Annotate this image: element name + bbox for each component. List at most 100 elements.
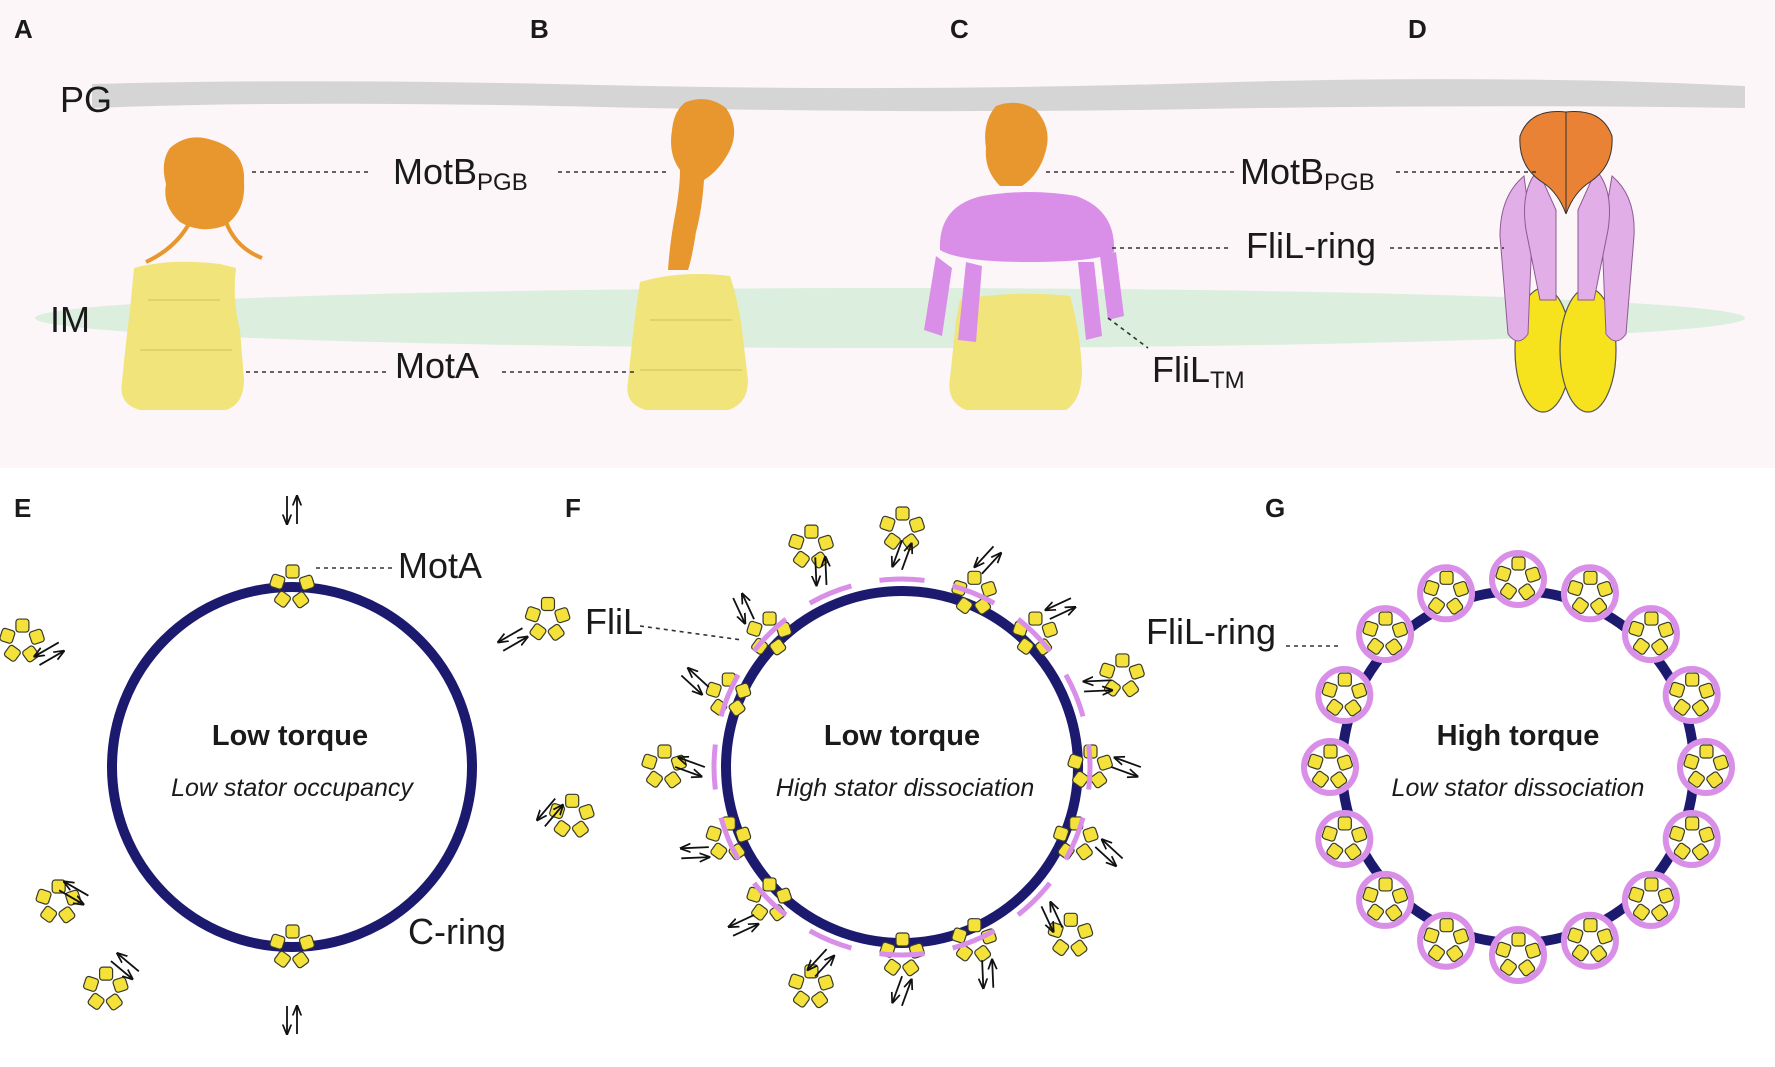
stator-free-e-4	[0, 618, 46, 664]
exchange-arrows-f-1	[975, 545, 1001, 575]
exchange-arrows-e-2	[58, 882, 89, 905]
exchange-arrows-e-top	[287, 496, 297, 524]
flil-partial-f-0	[879, 576, 925, 583]
motb-pgb-b	[668, 99, 735, 270]
panel-e: Low torque Low stator occupancy C-ring M…	[0, 496, 596, 1034]
stator-free-e-0	[524, 596, 572, 643]
exchange-arrows-f-7	[982, 960, 993, 988]
exchange-arrows-f-9	[808, 948, 834, 978]
stator-f-12	[640, 744, 688, 790]
exchange-arrows-f-3	[1084, 680, 1112, 691]
d-flil-inner-right	[1577, 169, 1610, 301]
stator-structure-b	[627, 99, 748, 410]
inner-membrane	[35, 288, 1745, 348]
panel-g: High torque Low stator dissociation FliL…	[1146, 550, 1735, 984]
flil-partial-f-1	[951, 583, 996, 606]
exchange-arrows-f-5	[1094, 840, 1124, 866]
flil-label: FliL	[585, 601, 643, 642]
mota-a	[121, 261, 244, 410]
d-motb-left	[1519, 111, 1567, 215]
mota-label-e: MotA	[398, 545, 482, 586]
mota-label: MotA	[395, 345, 479, 386]
pg-label: PG	[60, 79, 112, 120]
flil-partial-f-2	[1016, 617, 1052, 653]
flil-partial-f-8	[879, 951, 925, 958]
stator-free-e-3	[82, 966, 130, 1012]
im-label: IM	[50, 299, 90, 340]
panel-label-c: C	[950, 14, 969, 44]
c-ring-e	[107, 582, 477, 952]
exchange-arrows-f-8	[893, 975, 912, 1007]
stator-schematic-d	[1499, 111, 1635, 413]
c-ring-label: C-ring	[408, 911, 506, 952]
flil-partial-f-15	[808, 583, 853, 606]
flil-partial-f-4	[1086, 744, 1093, 790]
f-subtitle: High stator dissociation	[776, 774, 1034, 802]
stator-structure-a	[121, 137, 263, 410]
flil-tm-c	[924, 252, 1124, 342]
f-title: Low torque	[824, 720, 980, 752]
motb-label-2: MotBPGB	[1240, 151, 1375, 196]
leader-flil-tm	[1107, 317, 1149, 349]
exchange-arrows-e-1	[537, 797, 563, 828]
stator-f-0	[878, 506, 926, 552]
flil-partial-f-11	[718, 816, 741, 861]
d-motb-right	[1565, 111, 1613, 215]
flil-partial-f-9	[808, 928, 853, 951]
panel-label-a: A	[14, 14, 33, 44]
g-title: High torque	[1437, 720, 1600, 752]
exchange-arrows-f-4	[1110, 758, 1142, 777]
exchange-arrows-f-12	[674, 758, 706, 777]
e-subtitle: Low stator occupancy	[171, 774, 414, 802]
exchange-arrows-f-13	[680, 668, 710, 694]
stator-free-e-1	[548, 793, 596, 839]
stator-structure-c	[924, 102, 1124, 410]
stator-f-6	[1046, 912, 1094, 958]
mota-c	[949, 293, 1082, 410]
exchange-arrows-e-bottom	[287, 1006, 297, 1034]
panel-label-d: D	[1408, 14, 1427, 44]
flil-partial-f-3	[1063, 673, 1086, 718]
stator-f-9	[787, 964, 835, 1010]
flil-ring-label: FliL-ring	[1246, 225, 1376, 266]
motb-label-1: MotBPGB	[393, 151, 528, 196]
flil-partial-f-7	[951, 928, 996, 951]
flil-partial-f-14	[752, 617, 788, 653]
stator-f-15	[787, 524, 835, 570]
e-title: Low torque	[212, 720, 368, 752]
exchange-arrows-e-3	[110, 953, 140, 979]
flil-partial-f-6	[1016, 881, 1052, 917]
flil-ring-c	[939, 192, 1115, 262]
exchange-arrows-f-11	[681, 847, 709, 858]
panel-label-e: E	[14, 493, 31, 523]
panel-f: Low torque High stator dissociation FliL	[585, 506, 1146, 1010]
d-flil-inner-left	[1524, 169, 1557, 301]
exchange-arrows-e-0	[498, 627, 527, 652]
leader-flil-f	[639, 625, 743, 641]
peptidoglycan-layer	[92, 79, 1745, 112]
exchange-arrows-f-2	[1046, 597, 1076, 620]
motb-pgb-c	[985, 102, 1048, 186]
flil-ring-label-g: FliL-ring	[1146, 611, 1276, 652]
flil-partial-f-12	[711, 744, 718, 790]
exchange-arrows-f-6	[1040, 902, 1064, 932]
motb-linker-a	[145, 221, 263, 264]
panel-label-b: B	[530, 14, 549, 44]
exchange-arrows-f-10	[729, 914, 759, 937]
d-flil-right	[1601, 175, 1635, 342]
exchange-arrows-e-4	[34, 641, 63, 666]
motb-pgb-a	[163, 137, 245, 230]
exchange-arrows-f-14	[732, 594, 755, 624]
flil-tm-label: FliLTM	[1152, 349, 1245, 394]
panel-label-g: G	[1265, 493, 1285, 523]
g-subtitle: Low stator dissociation	[1392, 774, 1645, 802]
flil-partial-f-13	[718, 673, 741, 718]
top-panel-background	[0, 0, 1775, 468]
mota-b	[627, 274, 748, 410]
exchange-arrows-f-0	[893, 539, 912, 571]
flil-partial-f-5	[1063, 816, 1086, 861]
exchange-arrows-f-15	[815, 557, 826, 585]
flil-partial-f-10	[752, 881, 788, 917]
panel-label-f: F	[565, 493, 581, 523]
